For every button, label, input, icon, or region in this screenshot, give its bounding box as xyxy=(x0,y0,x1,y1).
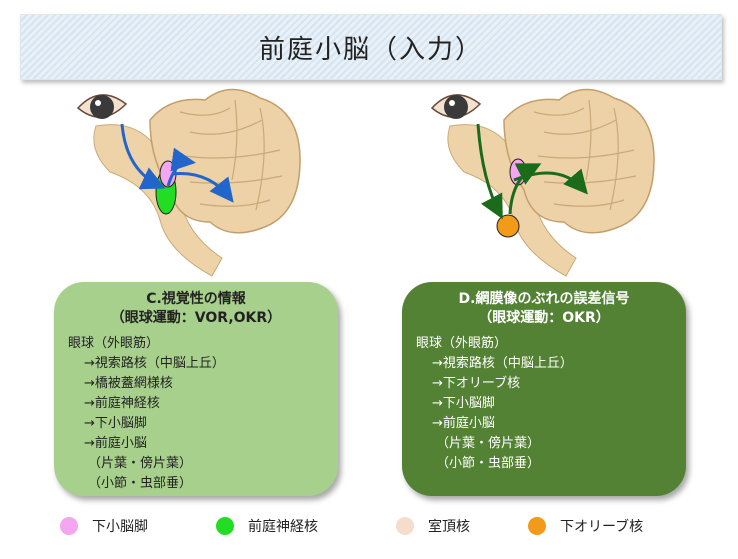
right-eye-icon xyxy=(430,94,482,119)
pathway-line: →下オリーブ核 xyxy=(432,376,521,391)
green-dot-icon xyxy=(216,517,234,535)
retinal-slip-subheading: （眼球運動：OKR） xyxy=(478,310,610,326)
left-blue-arrow-1 xyxy=(120,123,166,190)
legend-label: 下小脳脚 xyxy=(92,519,148,535)
pathway-line: →視索路核（中脳上丘） xyxy=(84,356,225,371)
right-brain-diagram xyxy=(430,88,655,277)
pathway-line: 眼球（外眼筋） xyxy=(416,336,508,351)
pathway-line: 眼球（外眼筋） xyxy=(68,336,160,351)
left-brain-diagram xyxy=(76,88,301,277)
orange-dot-icon xyxy=(528,517,546,535)
right-green-arrow-1 xyxy=(476,123,503,220)
right-green-arrow-2 xyxy=(508,163,542,215)
pathway-line: （小節・虫部垂） xyxy=(88,476,193,491)
legend-item-inferior-cerebellar-peduncle: 下小脳脚 xyxy=(60,516,148,536)
pathway-line: →下小脳脚 xyxy=(432,396,495,411)
legend-label: 室頂核 xyxy=(428,519,470,535)
visual-info-box: C.視覚性の情報 （眼球運動：VOR,OKR） 眼球（外眼筋） →視索路核（中脳… xyxy=(54,282,338,496)
left-eye-icon xyxy=(76,94,128,119)
title-banner: 前庭小脳（入力） xyxy=(20,14,722,80)
pink-dot-icon xyxy=(60,517,78,535)
pathway-line: →視索路核（中脳上丘） xyxy=(432,356,573,371)
retinal-slip-heading: D.網膜像のぶれの誤差信号 xyxy=(458,291,630,307)
beige-dot-icon xyxy=(396,517,414,535)
page-title: 前庭小脳（入力） xyxy=(258,34,483,65)
legend-label: 前庭神経核 xyxy=(248,519,318,535)
pathway-line: →橋被蓋網様核 xyxy=(84,376,173,391)
pathway-line: →下小脳脚 xyxy=(84,416,147,431)
pathway-line: （片葉・傍片葉） xyxy=(436,436,541,451)
pathway-line: （片葉・傍片葉） xyxy=(88,456,193,471)
legend-item-vestibular-nucleus: 前庭神経核 xyxy=(216,516,318,536)
retinal-slip-box: D.網膜像のぶれの誤差信号 （眼球運動：OKR） 眼球（外眼筋） →視索路核（中… xyxy=(402,282,686,496)
right-green-arrow-3 xyxy=(513,168,588,195)
legend-item-inferior-olive: 下オリーブ核 xyxy=(528,516,643,536)
right-inferior-olive-marker xyxy=(496,214,520,238)
legend-label: 下オリーブ核 xyxy=(560,519,644,535)
left-blue-arrow-2 xyxy=(166,147,196,187)
pathway-line: （小節・虫部垂） xyxy=(436,456,541,471)
legend-item-fastigial-nucleus: 室頂核 xyxy=(396,516,470,536)
pathway-line: →前庭神経核 xyxy=(84,396,160,411)
pathway-line: →前庭小脳 xyxy=(84,436,147,451)
pathway-line: →前庭小脳 xyxy=(432,416,495,431)
left-blue-arrow-3 xyxy=(171,172,234,203)
visual-info-subheading: （眼球運動：VOR,OKR） xyxy=(110,310,282,326)
visual-info-heading: C.視覚性の情報 xyxy=(146,291,246,307)
